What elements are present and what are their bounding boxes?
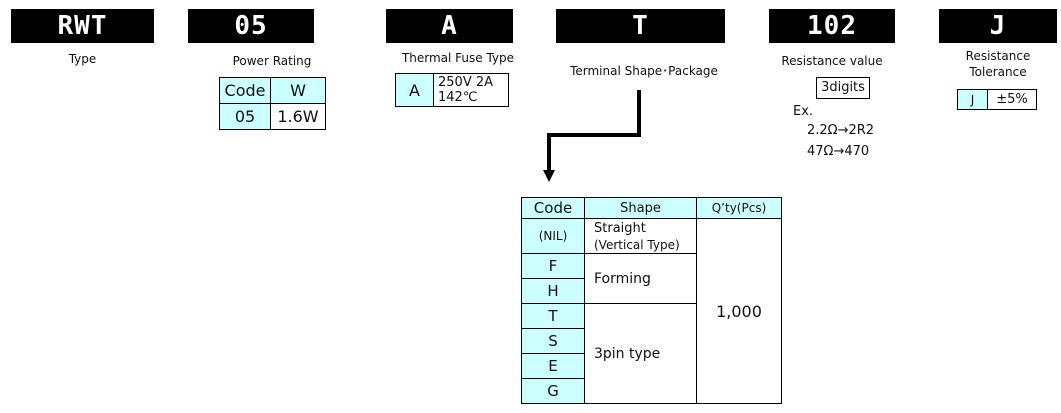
shape-header-qty: Q’ty(Pcs)	[696, 197, 782, 219]
shape-row-nil-shape: Straight (Vertical Type)	[584, 218, 697, 254]
shape-row-s-code: S	[521, 328, 585, 354]
power-table-header-w: W	[270, 77, 326, 104]
fuse-label: Thermal Fuse Type	[401, 51, 515, 65]
terminal-code: T	[556, 9, 725, 43]
shape-qty: 1,000	[696, 218, 782, 404]
terminal-label: Terminal Shape･Package	[570, 64, 718, 78]
resistance-example-2: 47Ω→470	[807, 144, 870, 159]
fuse-spec-line2: 142℃	[438, 90, 478, 105]
shape-3pin: 3pin type	[584, 303, 697, 404]
shape-table: Code Shape Q’ty(Pcs) (NIL) Straight (Ver…	[521, 197, 782, 404]
shape-header-shape: Shape	[584, 197, 697, 219]
resistance-code: 102	[769, 9, 895, 43]
tolerance-table: J ±5%	[957, 89, 1037, 110]
shape-row-g-code: G	[521, 378, 585, 404]
shape-row-e-code: E	[521, 353, 585, 379]
tolerance-table-code: J	[957, 89, 988, 110]
fuse-table-spec: 250V 2A 142℃	[433, 73, 509, 107]
shape-row-nil-code: (NIL)	[521, 218, 585, 254]
type-label: Type	[68, 52, 97, 66]
fuse-table-code: A	[395, 73, 434, 107]
shape-straight: Straight	[594, 221, 646, 236]
shape-row-f-code: F	[521, 253, 585, 279]
fuse-table: A 250V 2A 142℃	[395, 73, 509, 107]
power-label: Power Rating	[232, 54, 312, 68]
tolerance-table-value: ±5%	[987, 89, 1037, 110]
tolerance-label: Resistance Tolerance	[939, 48, 1057, 80]
power-table-header-code: Code	[219, 77, 271, 104]
shape-forming: Forming	[584, 253, 697, 304]
shape-row-h-code: H	[521, 278, 585, 304]
power-table-value: 1.6W	[270, 103, 326, 130]
resistance-example-1: 2.2Ω→2R2	[807, 123, 875, 138]
resistance-digits-box: 3digits	[816, 77, 870, 99]
shape-vertical-type: (Vertical Type)	[594, 238, 680, 252]
tolerance-label-line1: Resistance	[965, 49, 1031, 63]
fuse-spec-line1: 250V 2A	[438, 75, 494, 90]
type-code: RWT	[11, 9, 154, 43]
tolerance-code: J	[939, 9, 1057, 43]
shape-row-t-code: T	[521, 303, 585, 329]
power-code: 05	[188, 9, 314, 43]
shape-header-code: Code	[521, 197, 585, 219]
fuse-code: A	[386, 9, 513, 43]
resistance-example-label: Ex.	[793, 104, 814, 119]
resistance-label: Resistance value	[781, 54, 883, 68]
power-table-code: 05	[219, 103, 271, 130]
tolerance-label-line2: Tolerance	[969, 65, 1027, 79]
power-table: Code W 05 1.6W	[219, 77, 326, 130]
